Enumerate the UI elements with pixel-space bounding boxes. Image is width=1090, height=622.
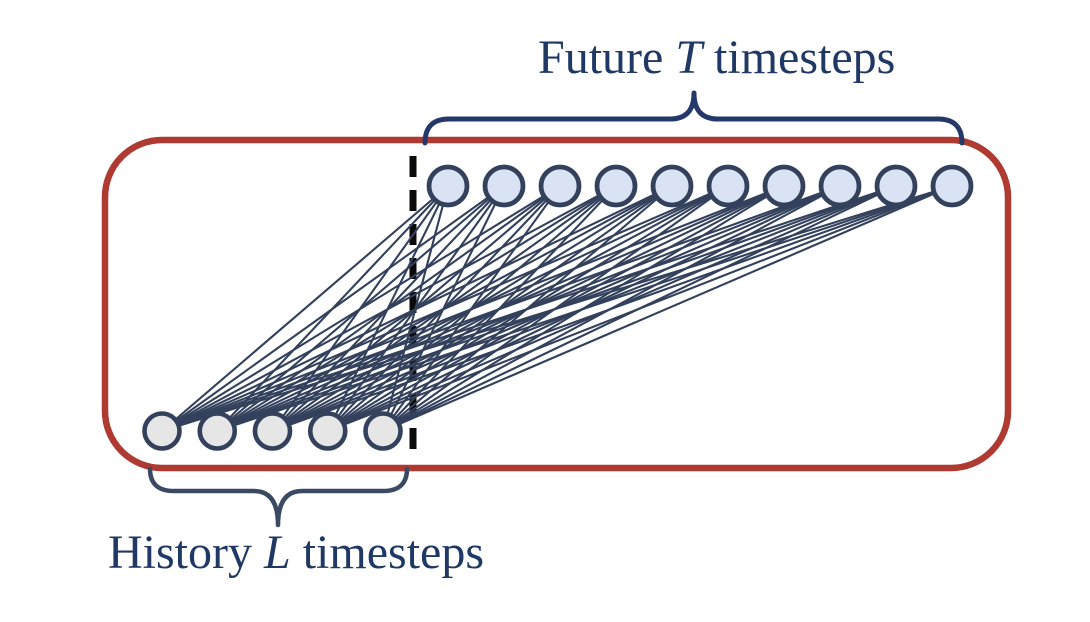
history-label-variable: L — [264, 526, 291, 579]
connection-edge — [381, 184, 842, 433]
connection-edge — [381, 184, 898, 433]
connection-edge — [381, 184, 562, 433]
history-label-prefix: History — [108, 526, 252, 579]
history-timesteps-label: History L timesteps — [108, 529, 484, 577]
future-node — [426, 164, 470, 208]
connection-edge — [160, 184, 450, 433]
connection-edge — [271, 184, 450, 433]
future-brace — [422, 90, 965, 146]
connection-edge — [381, 184, 506, 433]
future-node — [538, 164, 582, 208]
history-node — [307, 411, 348, 451]
history-node — [252, 411, 293, 451]
connection-edge — [381, 184, 730, 433]
future-node — [930, 164, 974, 208]
future-node — [650, 164, 694, 208]
connection-edge — [326, 184, 450, 433]
model-boundary-box — [101, 136, 1012, 472]
connection-edge — [381, 184, 450, 433]
future-timesteps-label: Future T timesteps — [538, 34, 895, 82]
history-label-suffix: timesteps — [302, 526, 485, 579]
connection-edge — [381, 184, 674, 433]
future-label-suffix: timesteps — [714, 31, 896, 84]
connection-edge — [216, 184, 450, 433]
history-brace — [147, 466, 410, 528]
future-label-prefix: Future — [538, 31, 664, 84]
future-node — [762, 164, 806, 208]
future-node — [482, 164, 526, 208]
history-node — [142, 411, 182, 451]
future-label-variable: T — [675, 31, 703, 84]
history-node — [197, 411, 238, 451]
future-node — [874, 164, 918, 208]
connection-edge — [381, 184, 954, 433]
connection-edge — [381, 184, 786, 433]
future-node — [594, 164, 638, 208]
future-node — [706, 164, 750, 208]
connection-edge — [381, 184, 618, 433]
future-node — [818, 164, 862, 208]
history-node — [363, 411, 403, 451]
